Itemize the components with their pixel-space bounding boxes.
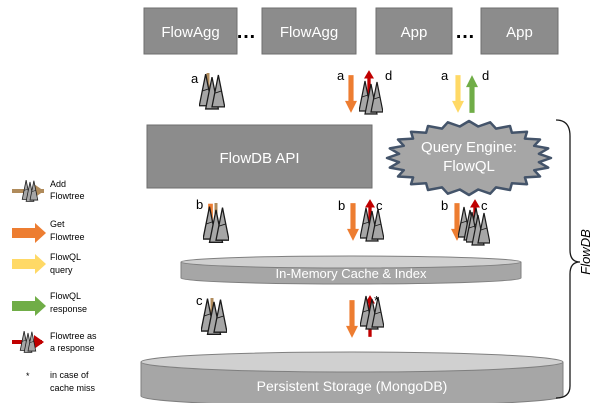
legend: Add Flowtree Get Flowtree FlowQL query F… — [12, 179, 97, 393]
legend-label: Add — [50, 179, 66, 189]
legend-item-get-flowtree: Get Flowtree — [12, 219, 85, 243]
flowtree-icon — [360, 295, 384, 330]
label-c: c — [481, 198, 488, 213]
label-a: a — [441, 68, 449, 83]
flowtree-icon — [21, 180, 39, 202]
get-flowtree-arrow-icon — [345, 75, 357, 113]
legend-label: a response — [50, 343, 95, 353]
top-box-label: App — [506, 24, 533, 41]
storage-label: Persistent Storage (MongoDB) — [257, 378, 448, 394]
label-d: d — [482, 68, 489, 83]
flowtree-icon — [199, 74, 225, 110]
get-flowtree-arrow-icon — [346, 300, 358, 338]
legend-label: Flowtree — [50, 191, 85, 201]
yellow-arrow-icon — [12, 259, 36, 269]
cache-label: In-Memory Cache & Index — [275, 266, 427, 281]
legend-item-flowql-query: FlowQL query — [12, 252, 81, 275]
label-a: a — [337, 68, 345, 83]
query-engine-subtitle: FlowQL — [443, 158, 495, 175]
flowtree-icon — [203, 206, 229, 244]
flowtree-icon — [359, 80, 383, 115]
legend-label: FlowQL — [50, 291, 81, 301]
cache-miss-asterisk: * — [374, 293, 379, 308]
top-box-label: FlowAgg — [161, 24, 219, 41]
flowql-response-arrow-icon — [466, 75, 478, 113]
legend-item-flowql-response: FlowQL response — [12, 291, 87, 316]
orange-arrow-icon — [12, 228, 36, 238]
legend-label: Flowtree — [50, 232, 85, 242]
label-a: a — [191, 71, 199, 86]
label-c: c — [196, 293, 203, 308]
legend-label: Get — [50, 219, 65, 229]
top-box-app-2: App — [480, 7, 559, 55]
legend-label: query — [50, 265, 73, 275]
flowql-query-arrow-icon — [452, 75, 464, 113]
flowtree-icon — [19, 331, 37, 353]
label-b: b — [441, 198, 448, 213]
flowdb-api-box: FlowDB API — [146, 124, 373, 189]
in-memory-cache-cylinder: In-Memory Cache & Index — [180, 255, 522, 285]
green-arrow-icon — [12, 301, 36, 311]
flowdb-brace — [555, 119, 581, 399]
legend-label: cache miss — [50, 383, 96, 393]
legend-label: FlowQL — [50, 252, 81, 262]
legend-label: in case of — [50, 370, 89, 380]
asterisk-icon: * — [26, 371, 30, 381]
ellipsis: … — [455, 21, 475, 43]
flowdb-side-label: FlowDB — [578, 229, 593, 275]
persistent-storage-cylinder: Persistent Storage (MongoDB) — [140, 351, 564, 403]
flowtree-icon — [201, 298, 227, 336]
top-box-flowagg-2: FlowAgg — [261, 7, 357, 55]
ellipsis: … — [236, 21, 256, 43]
label-d: d — [385, 68, 392, 83]
label-c: c — [376, 198, 383, 213]
legend-item-cache-miss: * in case of cache miss — [26, 370, 96, 393]
legend-label: response — [50, 304, 87, 314]
legend-label: Flowtree as — [50, 331, 97, 341]
legend-item-flowtree-response: Flowtree as a response — [12, 331, 97, 353]
query-engine-title: Query Engine: — [421, 139, 517, 156]
top-box-label: FlowAgg — [280, 24, 338, 41]
query-engine-cloud: Query Engine: FlowQL — [385, 119, 553, 197]
top-box-flowagg-1: FlowAgg — [143, 7, 238, 55]
top-box-app-1: App — [375, 7, 453, 55]
label-b: b — [196, 197, 203, 212]
top-box-label: App — [401, 24, 428, 41]
get-flowtree-arrow-icon — [347, 203, 359, 241]
label-b: b — [338, 198, 345, 213]
legend-item-add-flowtree: Add Flowtree — [12, 179, 85, 202]
flowdb-api-label: FlowDB API — [219, 150, 299, 167]
